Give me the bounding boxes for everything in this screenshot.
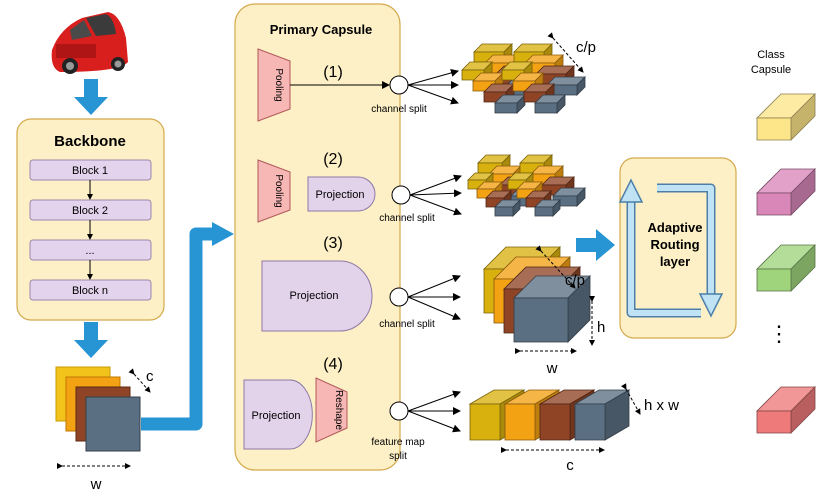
backbone-block-1-label: Block 1	[72, 165, 108, 177]
routing-label-line3: layer	[660, 254, 690, 269]
primary-capsule-panel	[234, 3, 401, 471]
branch1-output-label: c/p	[576, 39, 596, 56]
bar-1-3	[546, 76, 586, 96]
branch4-hxw-label: h x w	[644, 397, 679, 414]
backbone-block-ellipsis-label: ...	[85, 245, 94, 257]
branch-1: Pooling (1) channel split	[257, 48, 459, 122]
branch2-pooling	[257, 159, 291, 223]
branch2-split-label: channel split	[379, 213, 435, 224]
backbone-block-2-label: Block 2	[72, 205, 108, 217]
branch4-reshape	[315, 377, 348, 443]
branch3-channel-label: c/p	[565, 272, 585, 289]
branch1-pooling-label: Pooling	[273, 68, 284, 101]
routing-label-line2: Routing	[650, 237, 699, 252]
branch4-channel-label: c	[566, 457, 574, 474]
branch2-projection-label: Projection	[316, 189, 365, 201]
adaptive-routing-layer: Adaptive Routing layer	[618, 157, 737, 339]
branch4-projection-label: Projection	[252, 410, 301, 422]
branch2-index: (2)	[323, 151, 343, 168]
branch3-output-volume	[483, 246, 591, 343]
routing-label-line1: Adaptive	[648, 220, 703, 235]
branch4-split-label-line2: split	[389, 451, 407, 462]
branch3-split-node	[389, 287, 409, 307]
feature-channel-label: c	[146, 368, 154, 385]
branch3-index: (3)	[323, 235, 343, 252]
primary-capsule-title: Primary Capsule	[270, 22, 373, 37]
branch3-split-label: channel split	[379, 319, 435, 330]
class-capsule-list	[756, 93, 816, 434]
arrow-backbone-to-features	[74, 322, 108, 358]
branch4-output-cubes	[468, 389, 631, 441]
branch4-split-label-line1: feature map	[371, 437, 425, 448]
backbone-panel: Backbone Block 1 Block 2 ... Block n	[16, 118, 165, 321]
branch2-output-cubes	[467, 154, 586, 217]
branch2-split-node	[391, 185, 411, 205]
branch1-split-label: channel split	[371, 104, 427, 115]
branch-2: Pooling Projection (2) channel split	[257, 151, 462, 224]
bar-1-3	[552, 187, 586, 207]
arrow-features-to-primary	[141, 227, 214, 431]
backbone-feature-maps	[55, 366, 141, 452]
class-capsule-0	[756, 93, 816, 141]
branch2-pooling-label: Pooling	[273, 174, 284, 207]
branch2-projection	[307, 176, 376, 212]
input-car-image	[51, 12, 128, 74]
branch-4: (4) Projection Reshape feature map split	[243, 356, 461, 462]
bar-front-1-3	[534, 199, 561, 217]
branch4-index: (4)	[323, 356, 343, 373]
backbone-block-n	[29, 279, 152, 301]
branch4-split-node	[389, 401, 409, 421]
backbone-title: Backbone	[54, 133, 126, 150]
bar-front-1-3	[534, 94, 566, 114]
class-capsule-title-line1: Class	[757, 49, 785, 61]
branch3-projection	[261, 260, 373, 332]
branch3-width-label: w	[546, 360, 558, 377]
branch3-projection-label: Projection	[290, 290, 339, 302]
class-capsule-3	[756, 386, 816, 434]
bar-front-0-3	[494, 199, 521, 217]
branch-3: (3) Projection channel split	[261, 235, 461, 332]
branch4-reshape-label: Reshape	[333, 390, 344, 430]
backbone-block-n-label: Block n	[72, 285, 108, 297]
arrow-car-to-backbone	[74, 79, 108, 115]
bar-front-0-1	[476, 181, 503, 199]
class-capsule-1	[756, 168, 816, 216]
branch4-projection	[243, 379, 313, 450]
arrow-to-routing	[576, 229, 615, 261]
arrow-features-to-primary-head	[212, 222, 234, 246]
class-capsule-2	[756, 244, 816, 292]
class-capsule-ellipsis: ⋮	[768, 321, 790, 346]
branch1-pooling	[257, 48, 291, 122]
bar-front-0-2	[483, 83, 515, 103]
branch1-output-cubes	[461, 43, 586, 114]
branch1-index: (1)	[323, 64, 343, 81]
feature-width-label: w	[90, 476, 102, 493]
branch1-split-node	[389, 75, 409, 95]
branch3-height-label: h	[597, 319, 605, 336]
class-capsule-title-line2: Capsule	[751, 64, 791, 76]
